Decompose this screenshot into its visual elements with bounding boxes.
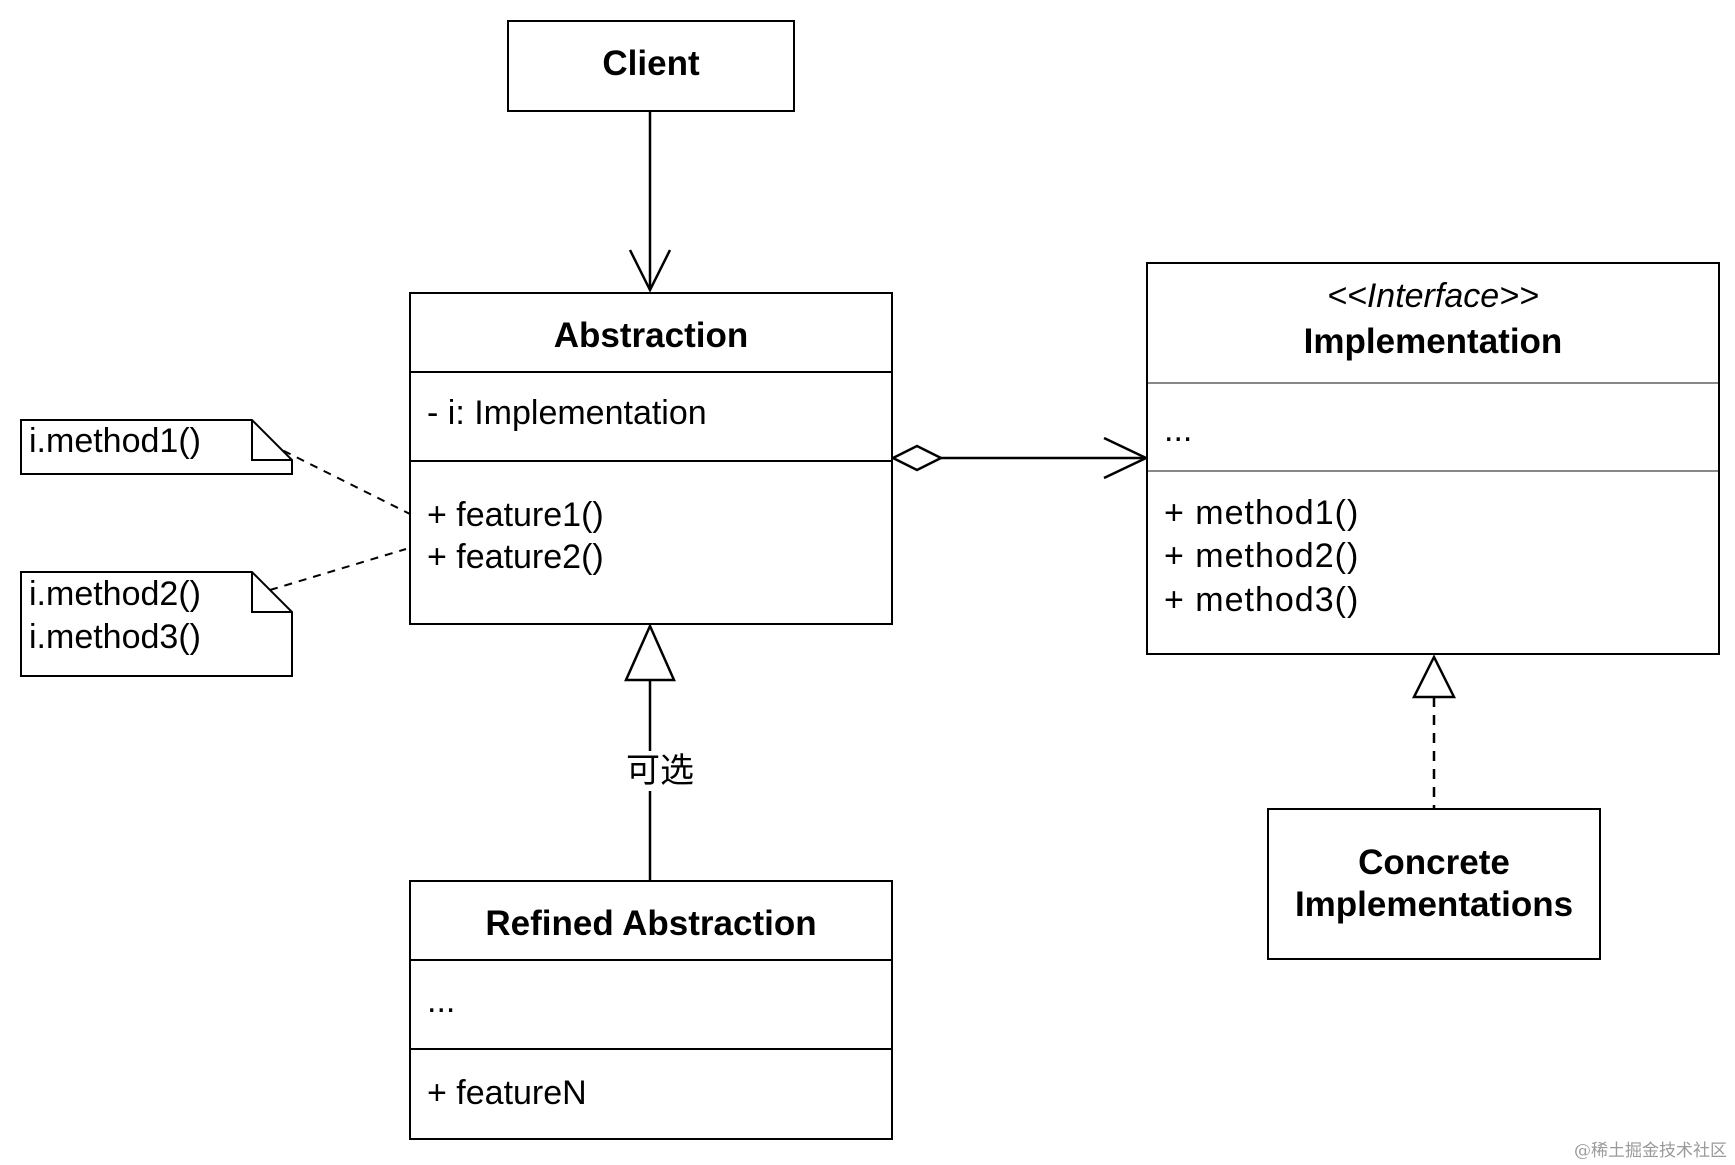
note2-text-line1: i.method2() — [29, 575, 201, 613]
watermark: @稀土掘金技术社区 — [1574, 1141, 1727, 1161]
implementation-method: + method2() — [1164, 537, 1360, 575]
note2-fold — [251, 572, 292, 613]
abstraction-title: Abstraction — [553, 316, 749, 355]
abstraction-separator-2 — [411, 460, 891, 462]
realization-triangle — [1411, 654, 1457, 699]
implementation-field: ... — [1164, 411, 1193, 449]
client-title: Client — [602, 44, 700, 83]
refined-separator-2 — [411, 1048, 891, 1050]
note1-fold — [251, 420, 292, 461]
note2-shape — [20, 571, 293, 677]
optional-label: 可选 — [624, 751, 696, 791]
implementation-separator-2 — [1148, 470, 1718, 472]
aggregation-diamond — [890, 444, 944, 472]
refined-abstraction-title: Refined Abstraction — [485, 904, 817, 943]
implementation-title: Implementation — [1303, 322, 1563, 361]
abstraction-method: + feature2() — [427, 538, 604, 576]
abstraction-method: + feature1() — [427, 496, 604, 534]
refined-method: + featureN — [427, 1074, 587, 1112]
implementation-separator-1 — [1148, 382, 1718, 384]
implementation-stereotype: <<Interface>> — [1327, 277, 1539, 315]
note1-text: i.method1() — [29, 422, 201, 460]
abstraction-field: - i: Implementation — [427, 394, 707, 432]
generalization-triangle — [624, 622, 676, 682]
abstraction-class[interactable]: Abstraction - i: Implementation + featur… — [409, 292, 893, 625]
refined-abstraction-class[interactable]: Refined Abstraction ... + featureN — [409, 880, 893, 1140]
client-class[interactable]: Client — [507, 20, 795, 112]
note2-text-line2: i.method3() — [29, 618, 201, 656]
concrete-implementations-class[interactable]: Concrete Implementations — [1267, 808, 1601, 960]
note1-shape — [20, 419, 293, 475]
concrete-title-line1: Concrete — [1358, 843, 1510, 882]
abstraction-separator-1 — [411, 371, 891, 373]
concrete-title-line2: Implementations — [1294, 885, 1574, 924]
note2-anchor — [269, 548, 407, 591]
implementation-method: + method3() — [1164, 581, 1360, 619]
refined-field: ... — [427, 982, 456, 1020]
client-arrowhead — [628, 249, 672, 293]
implementation-interface[interactable]: <<Interface>> Implementation ... + metho… — [1146, 262, 1720, 655]
note1-anchor — [269, 443, 411, 515]
refined-separator-1 — [411, 959, 891, 961]
implementation-method: + method1() — [1164, 494, 1360, 532]
